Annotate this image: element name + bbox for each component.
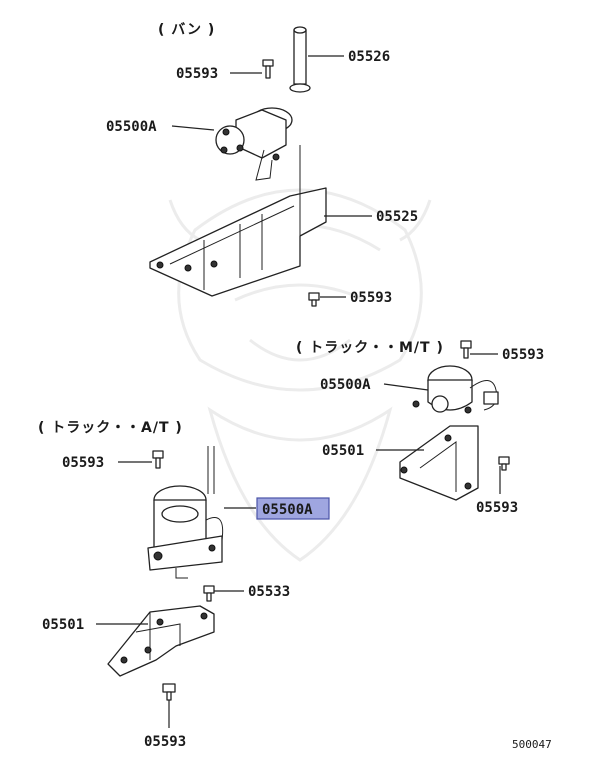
part-label-05593-a[interactable]: 05593	[176, 66, 218, 82]
bolt-05593-mt	[460, 340, 472, 359]
part-label-05501-mt[interactable]: 05501	[322, 443, 364, 459]
part-label-05593-e[interactable]: 05593	[62, 455, 104, 471]
bracket-05501-mt	[399, 425, 479, 501]
highlight-box	[256, 497, 330, 520]
part-label-05500a-van[interactable]: 05500A	[106, 119, 157, 135]
part-label-05593-d[interactable]: 05593	[476, 500, 518, 516]
part-label-05593-b[interactable]: 05593	[350, 290, 392, 306]
part-label-05533[interactable]: 05533	[248, 584, 290, 600]
part-label-05501-at[interactable]: 05501	[42, 617, 84, 633]
bolt-05593-top	[262, 59, 274, 79]
bolt-05593-mt-lower	[498, 456, 510, 471]
part-label-05593-c[interactable]: 05593	[502, 347, 544, 363]
bolt-05593-at-lower	[162, 683, 176, 701]
solenoid-05500a-at	[147, 446, 224, 579]
part-label-05500a-mt[interactable]: 05500A	[320, 377, 371, 393]
bracket-05501-at	[107, 605, 215, 677]
bolt-05593-at	[152, 450, 164, 469]
truck-mt-section-header: ( トラック・・M/T )	[296, 340, 444, 356]
part-label-05525[interactable]: 05525	[376, 209, 418, 225]
van-section-header: ( バン )	[158, 22, 215, 38]
part-label-05526[interactable]: 05526	[348, 49, 390, 65]
solenoid-05500a-van	[215, 107, 301, 181]
bracket-05525	[149, 180, 327, 297]
truck-at-section-header: ( トラック・・A/T )	[38, 420, 183, 436]
bolt-05533	[203, 585, 215, 602]
diagram-code: 500047	[512, 738, 552, 751]
pipe-05526	[289, 26, 311, 93]
bolt-05593-van-lower	[308, 292, 320, 307]
solenoid-05500a-mt	[412, 365, 499, 414]
part-label-05500a-at[interactable]: 05500A	[262, 502, 313, 518]
part-label-05593-f[interactable]: 05593	[144, 734, 186, 750]
